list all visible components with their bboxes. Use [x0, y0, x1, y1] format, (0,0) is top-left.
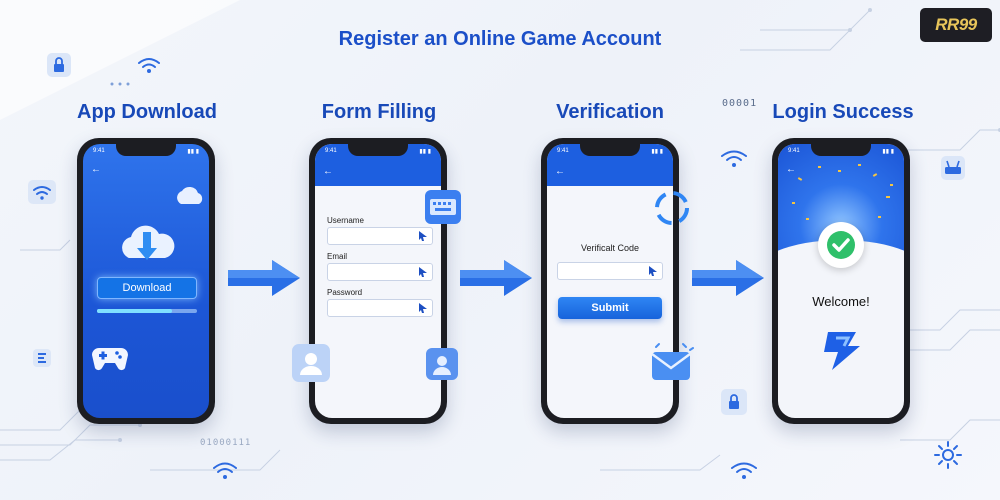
user-avatar-icon: [426, 348, 458, 380]
cursor-icon: [419, 231, 427, 241]
phone-form-filling: 9:41 ▮▮ ▮ ← Username Email Password: [309, 138, 447, 424]
password-label: Password: [327, 288, 363, 297]
flow-arrow: [228, 260, 300, 296]
cursor-icon: [419, 303, 427, 313]
status-bar: 9:41 ▮▮ ▮: [557, 148, 663, 155]
back-arrow-icon[interactable]: ←: [555, 166, 565, 177]
username-field[interactable]: [327, 227, 433, 245]
brand-logo: RR99: [920, 8, 992, 42]
wifi-icon: [213, 462, 237, 479]
phone-notch: [116, 144, 176, 156]
keyboard-icon: [425, 190, 461, 224]
sun-gear-icon: [934, 441, 962, 469]
router-icon: [941, 156, 965, 180]
document-icon: [33, 349, 51, 367]
flow-arrow: [460, 260, 532, 296]
email-field[interactable]: [327, 263, 433, 281]
phone-screen: 9:41 ▮▮ ▮ ← Username Email Password: [315, 144, 441, 418]
username-label: Username: [327, 216, 364, 225]
game-brand-icon: [824, 332, 860, 370]
confetti-decoration: [792, 164, 893, 220]
wifi-icon: [138, 58, 160, 73]
status-time: 9:41: [557, 148, 569, 154]
loading-spinner-icon: [655, 191, 689, 225]
status-bar: 9:41 ▮▮ ▮: [788, 148, 894, 155]
status-time: 9:41: [325, 148, 337, 154]
phone-login-success: 9:41 ▮▮ ▮ ← Welcome!: [772, 138, 910, 424]
phone-notch: [348, 144, 408, 156]
signal-icon: ▮▮ ▮: [187, 149, 199, 155]
back-arrow-icon[interactable]: ←: [323, 166, 333, 177]
signal-icon: ▮▮ ▮: [882, 149, 894, 155]
phone-notch: [811, 144, 871, 156]
phone-app-download: 9:41 ▮▮ ▮ ← Download: [77, 138, 215, 424]
password-field[interactable]: [327, 299, 433, 317]
page-title: Register an Online Game Account: [338, 28, 662, 50]
welcome-text: Welcome!: [812, 294, 870, 309]
submit-button[interactable]: Submit: [558, 297, 662, 319]
wifi-icon: [731, 462, 757, 479]
status-time: 9:41: [93, 148, 105, 154]
verification-code-field[interactable]: [557, 262, 663, 280]
flow-arrow: [692, 260, 764, 296]
gamepad-icon: [92, 348, 128, 371]
step-title-login-success: Login Success: [772, 101, 914, 123]
success-check-badge: [818, 222, 864, 268]
phone-screen: 9:41 ▮▮ ▮ ← Download: [83, 144, 209, 418]
binary-text: 00001: [722, 98, 758, 109]
step-title-verification: Verification: [556, 101, 664, 123]
user-avatar-icon: [292, 344, 330, 382]
cloud-icon: [177, 186, 203, 204]
binary-text: 01000111: [200, 438, 252, 448]
phone-screen: 9:41 ▮▮ ▮ ← Verificalt Code Submit: [547, 144, 673, 418]
mail-envelope-icon: [651, 343, 694, 380]
status-bar: 9:41 ▮▮ ▮: [325, 148, 431, 155]
verification-code-label: Verificalt Code: [580, 243, 640, 253]
signal-icon: ▮▮ ▮: [419, 149, 431, 155]
phone-verification: 9:41 ▮▮ ▮ ← Verificalt Code Submit: [541, 138, 679, 424]
phone-screen: 9:41 ▮▮ ▮ ← Welcome!: [778, 144, 904, 418]
step-title-form-filling: Form Filling: [321, 101, 437, 123]
lock-icon: [721, 389, 747, 415]
download-progress-track: [97, 309, 197, 313]
wifi-icon: [721, 150, 747, 167]
step-title-app-download: App Download: [77, 101, 217, 123]
download-progress-fill: [97, 309, 172, 313]
wifi-icon: [28, 180, 56, 204]
status-bar: 9:41 ▮▮ ▮: [93, 148, 199, 155]
download-button[interactable]: Download: [97, 277, 197, 299]
lock-icon: [47, 53, 71, 77]
cursor-icon: [419, 267, 427, 277]
signal-icon: ▮▮ ▮: [651, 149, 663, 155]
status-time: 9:41: [788, 148, 800, 154]
back-arrow-icon[interactable]: ←: [91, 164, 101, 175]
email-label: Email: [327, 252, 348, 261]
check-icon: [827, 231, 855, 259]
cloud-download-icon: [122, 225, 175, 260]
back-arrow-icon[interactable]: ←: [786, 164, 796, 175]
phone-notch: [580, 144, 640, 156]
cursor-icon: [649, 266, 657, 276]
